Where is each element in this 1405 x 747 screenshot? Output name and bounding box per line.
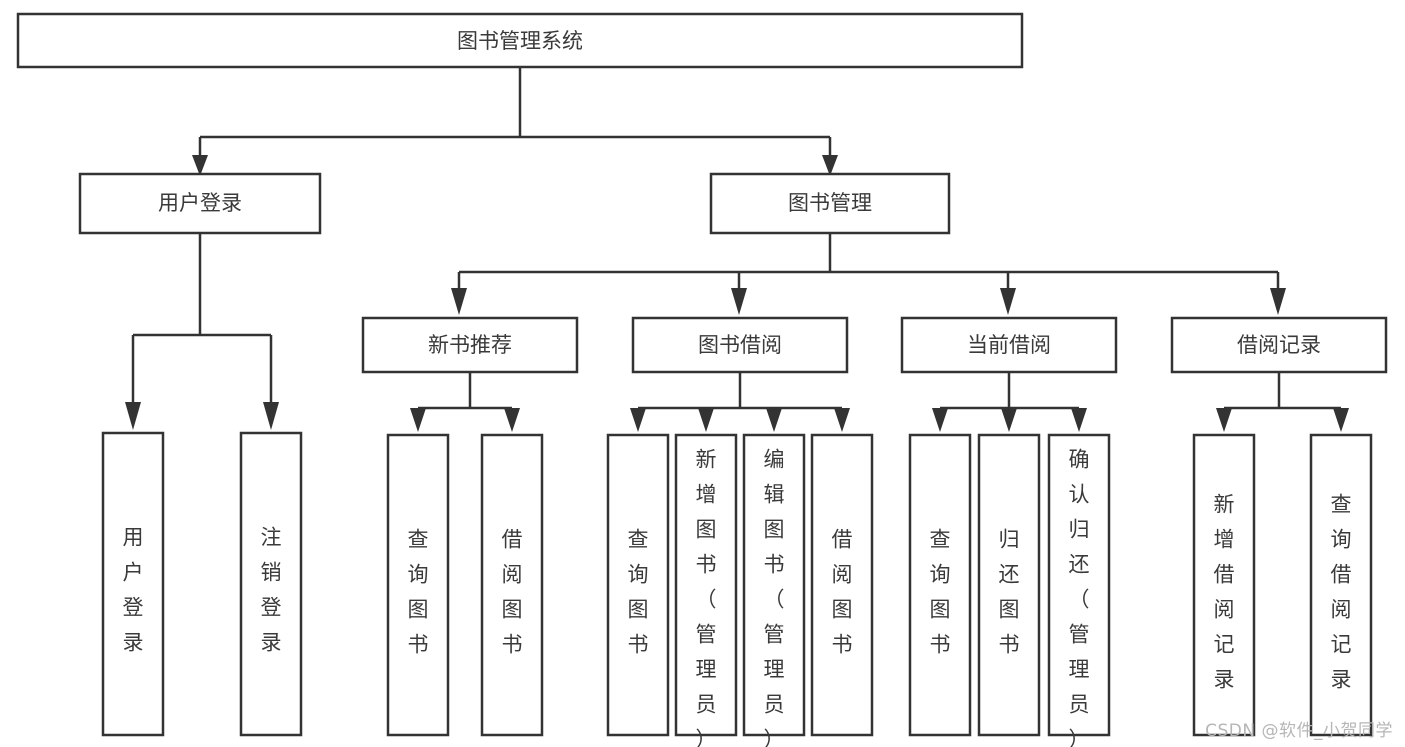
node-label-l4-8: 借阅图书 <box>832 528 853 657</box>
node-leaf-user-login[interactable]: 用户登录 <box>101 431 165 737</box>
node-label-l4-2: 注销登录 <box>261 526 282 655</box>
node-box-l3-2[interactable] <box>631 316 849 374</box>
node-root[interactable]: 图书管理系统 <box>16 12 1024 69</box>
arrow-head-l4-12 <box>1216 408 1232 432</box>
node-borrow-record[interactable]: 借阅记录 <box>1170 316 1388 374</box>
node-current-borrow[interactable]: 当前借阅 <box>900 316 1118 374</box>
node-book-management[interactable]: 图书管理 <box>709 172 951 235</box>
node-leaf-edit-book-admin[interactable]: 编辑图书（管理员） <box>742 433 806 747</box>
node-box-l4-2[interactable] <box>239 431 303 737</box>
node-leaf-add-borrow-record[interactable]: 新增借阅记录 <box>1192 433 1256 737</box>
node-label-l4-11: 确认归还（管理员） <box>1069 448 1090 747</box>
node-box-root[interactable] <box>16 12 1024 69</box>
node-label-l4-10: 归还图书 <box>999 528 1020 657</box>
node-box-l3-3[interactable] <box>900 316 1118 374</box>
node-label-l4-12: 新增借阅记录 <box>1214 493 1235 692</box>
node-box-l4-6[interactable] <box>674 433 738 737</box>
node-leaf-query-book-1[interactable]: 查询图书 <box>386 433 450 737</box>
node-user-login[interactable]: 用户登录 <box>78 172 322 235</box>
node-leaf-logout[interactable]: 注销登录 <box>239 431 303 737</box>
arrow-head-l4-2 <box>263 402 279 430</box>
node-label-l3-2: 图书借阅 <box>698 333 782 357</box>
node-box-l4-5[interactable] <box>606 433 670 737</box>
node-box-l4-13[interactable] <box>1309 433 1373 737</box>
arrow-head-l4-4 <box>504 408 520 432</box>
arrow-head-l2-2 <box>822 155 838 176</box>
node-label-l4-6: 新增图书（管理员） <box>696 448 717 747</box>
arrow-head-l4-6 <box>698 408 714 432</box>
arrow-head-l4-13 <box>1333 408 1349 432</box>
node-box-l4-8[interactable] <box>810 433 874 737</box>
node-label-l3-1: 新书推荐 <box>428 333 512 357</box>
node-leaf-query-book-2[interactable]: 查询图书 <box>606 433 670 737</box>
node-box-l4-10[interactable] <box>977 433 1041 737</box>
node-label-root: 图书管理系统 <box>457 29 583 53</box>
node-label-l4-13: 查询借阅记录 <box>1331 493 1352 692</box>
arrow-head-l4-3 <box>410 408 426 432</box>
node-box-l4-4[interactable] <box>480 433 544 737</box>
arrow-head-l4-7 <box>766 408 782 432</box>
arrow-head-l4-9 <box>932 408 948 432</box>
node-book-borrow[interactable]: 图书借阅 <box>631 316 849 374</box>
connector-layer <box>125 67 1349 432</box>
node-label-l2-1: 用户登录 <box>158 191 242 215</box>
node-box-l4-11[interactable] <box>1047 433 1111 737</box>
node-leaf-borrow-book-1[interactable]: 借阅图书 <box>480 433 544 737</box>
node-leaf-add-book-admin[interactable]: 新增图书（管理员） <box>674 433 738 747</box>
node-leaf-borrow-book-2[interactable]: 借阅图书 <box>810 433 874 737</box>
node-label-l2-2: 图书管理 <box>788 191 872 215</box>
arrow-head-l4-5 <box>630 408 646 432</box>
node-box-l4-9[interactable] <box>908 433 972 737</box>
arrow-head-l4-8 <box>834 408 850 432</box>
arrow-head-l3-4 <box>1270 288 1286 315</box>
node-new-book-recommend[interactable]: 新书推荐 <box>361 316 579 374</box>
node-label-l4-1: 用户登录 <box>123 526 144 655</box>
node-leaf-return-book[interactable]: 归还图书 <box>977 433 1041 737</box>
node-box-l2-1[interactable] <box>78 172 322 235</box>
arrow-head-l4-11 <box>1071 408 1087 432</box>
node-label-l4-9: 查询图书 <box>930 528 951 657</box>
node-box-l3-4[interactable] <box>1170 316 1388 374</box>
node-box-l4-7[interactable] <box>742 433 806 737</box>
arrow-head-l3-2 <box>731 288 747 315</box>
node-label-l3-3: 当前借阅 <box>967 333 1051 357</box>
node-label-l3-4: 借阅记录 <box>1237 333 1321 357</box>
node-label-l4-4: 借阅图书 <box>502 528 523 657</box>
node-leaf-query-book-3[interactable]: 查询图书 <box>908 433 972 737</box>
arrow-head-l4-10 <box>1001 408 1017 432</box>
node-label-l4-7: 编辑图书（管理员） <box>764 448 785 747</box>
node-box-l3-1[interactable] <box>361 316 579 374</box>
node-box-l4-3[interactable] <box>386 433 450 737</box>
arrow-head-l3-1 <box>451 288 467 315</box>
node-box-l4-1[interactable] <box>101 431 165 737</box>
arrow-head-l3-3 <box>1000 288 1016 315</box>
arrow-head-l2-1 <box>192 155 208 176</box>
node-box-l4-12[interactable] <box>1192 433 1256 737</box>
node-label-l4-5: 查询图书 <box>628 528 649 657</box>
node-leaf-query-borrow-record[interactable]: 查询借阅记录 <box>1309 433 1373 737</box>
arrow-head-l4-1 <box>125 402 141 430</box>
node-label-l4-3: 查询图书 <box>408 528 429 657</box>
node-leaf-confirm-return-admin[interactable]: 确认归还（管理员） <box>1047 433 1111 747</box>
node-box-l2-2[interactable] <box>709 172 951 235</box>
